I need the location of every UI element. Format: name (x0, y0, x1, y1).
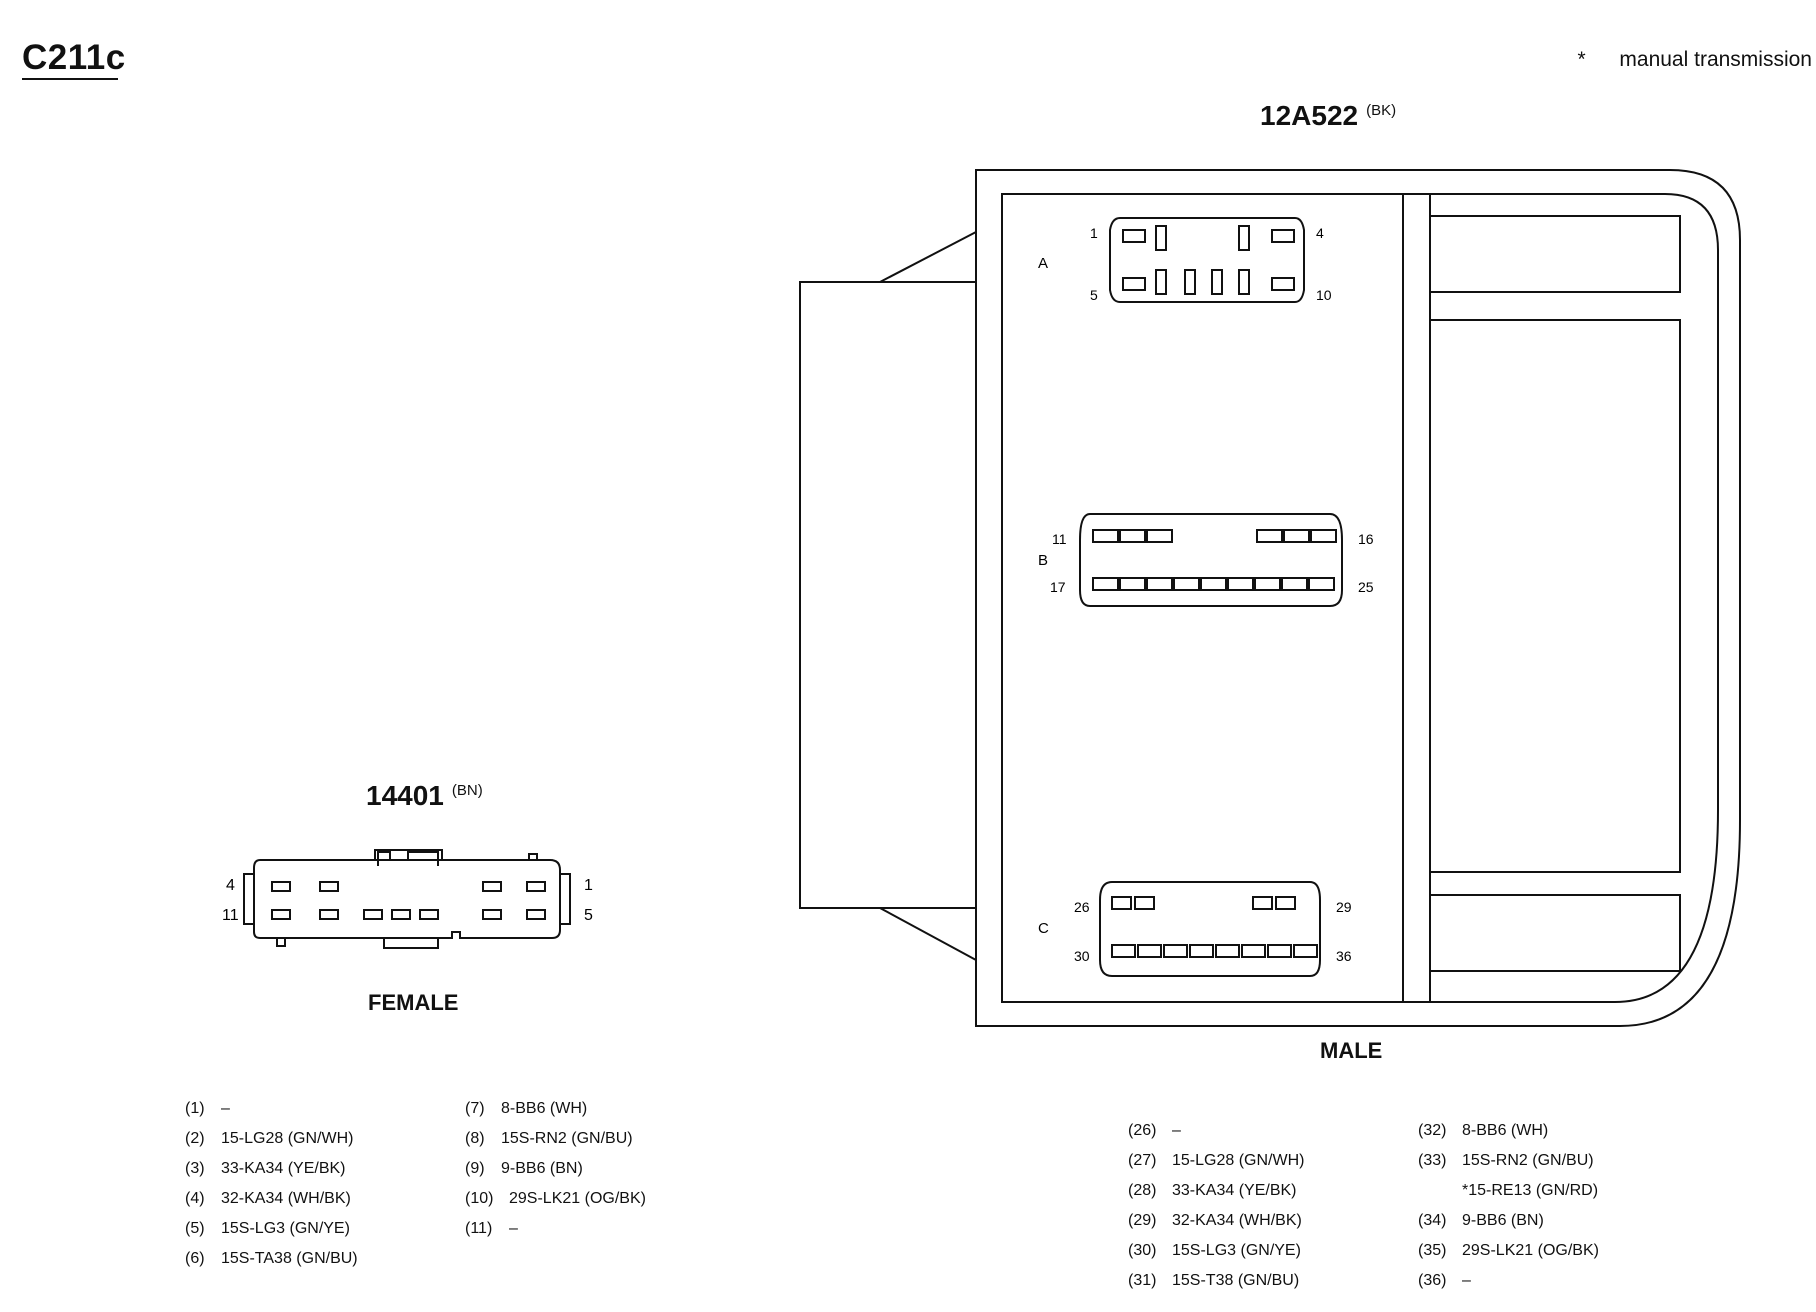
section-c-end-bottom: 36 (1336, 948, 1352, 964)
section-b-end-top: 16 (1358, 531, 1374, 547)
section-a-end-top: 4 (1316, 225, 1324, 241)
male-part-number: 12A522 (1260, 100, 1359, 131)
list-item: (30)15S-LG3 (GN/YE) (1128, 1242, 1301, 1259)
section-c-start-top: 26 (1074, 899, 1090, 915)
list-item: (3)33-KA34 (YE/BK) (185, 1160, 346, 1177)
list-item: (11)– (465, 1220, 518, 1237)
footnote: * manual transmission (1578, 48, 1812, 72)
list-item: (8)15S-RN2 (GN/BU) (465, 1130, 633, 1147)
list-item: (28)33-KA34 (YE/BK) (1128, 1182, 1297, 1199)
section-b-start-bottom: 17 (1050, 579, 1066, 595)
section-c-start-bottom: 30 (1074, 948, 1090, 964)
section-b-end-bottom: 25 (1358, 579, 1374, 595)
section-b-letter: B (1038, 552, 1048, 569)
female-pin-label-1: 1 (584, 877, 593, 894)
list-item: (27)15-LG28 (GN/WH) (1128, 1152, 1305, 1169)
list-item: (26)– (1128, 1122, 1181, 1139)
section-a-start-bottom: 5 (1090, 287, 1098, 303)
list-item: (7)8-BB6 (WH) (465, 1100, 588, 1117)
list-item: (9)9-BB6 (BN) (465, 1160, 583, 1177)
list-item: (1)– (185, 1100, 230, 1117)
list-item: (33)15S-RN2 (GN/BU) (1418, 1152, 1594, 1169)
female-connector-diagram: 4 11 1 5 (222, 849, 593, 949)
list-item: (6)15S-TA38 (GN/BU) (185, 1250, 358, 1267)
female-pin-label-4: 4 (226, 877, 235, 894)
list-item: (32)8-BB6 (WH) (1418, 1122, 1549, 1139)
male-color-code: (BK) (1366, 101, 1397, 119)
male-connector-diagram: A 1 4 5 10 B 11 16 17 25 C 26 29 30 36 (799, 169, 1741, 1027)
list-item: (34)9-BB6 (BN) (1418, 1212, 1544, 1229)
title-underline (22, 78, 118, 80)
list-item: (5)15S-LG3 (GN/YE) (185, 1220, 350, 1237)
list-item: (35)29S-LK21 (OG/BK) (1418, 1242, 1599, 1259)
list-item: (29)32-KA34 (WH/BK) (1128, 1212, 1302, 1229)
section-b-start-top: 11 (1052, 531, 1067, 547)
section-a-letter: A (1038, 255, 1048, 272)
list-item: (4)32-KA34 (WH/BK) (185, 1190, 351, 1207)
male-gender-label: MALE (1320, 1038, 1383, 1063)
section-c-end-top: 29 (1336, 899, 1352, 915)
list-item: (31)15S-T38 (GN/BU) (1128, 1272, 1300, 1289)
section-a-start-top: 1 (1090, 225, 1098, 241)
female-connector-title: 14401 (BN) (366, 780, 483, 812)
footnote-text: manual transmission (1619, 48, 1812, 71)
male-connector-title: 12A522 (BK) (1260, 100, 1396, 132)
page-title: C211c (22, 38, 126, 77)
female-part-number: 14401 (366, 780, 444, 811)
section-c-letter: C (1038, 920, 1049, 937)
female-pin-label-5: 5 (584, 907, 593, 924)
list-item: (2)15-LG28 (GN/WH) (185, 1130, 354, 1147)
footnote-marker: * (1577, 48, 1586, 71)
female-pin-label-11: 11 (222, 907, 239, 924)
list-item: (36)– (1418, 1272, 1471, 1289)
list-item: (10)29S-LK21 (OG/BK) (465, 1190, 646, 1207)
female-color-code: (BN) (451, 781, 483, 799)
female-gender-label: FEMALE (368, 990, 459, 1015)
list-item: *15-RE13 (GN/RD) (1462, 1182, 1599, 1199)
section-a-end-bottom: 10 (1316, 287, 1332, 303)
